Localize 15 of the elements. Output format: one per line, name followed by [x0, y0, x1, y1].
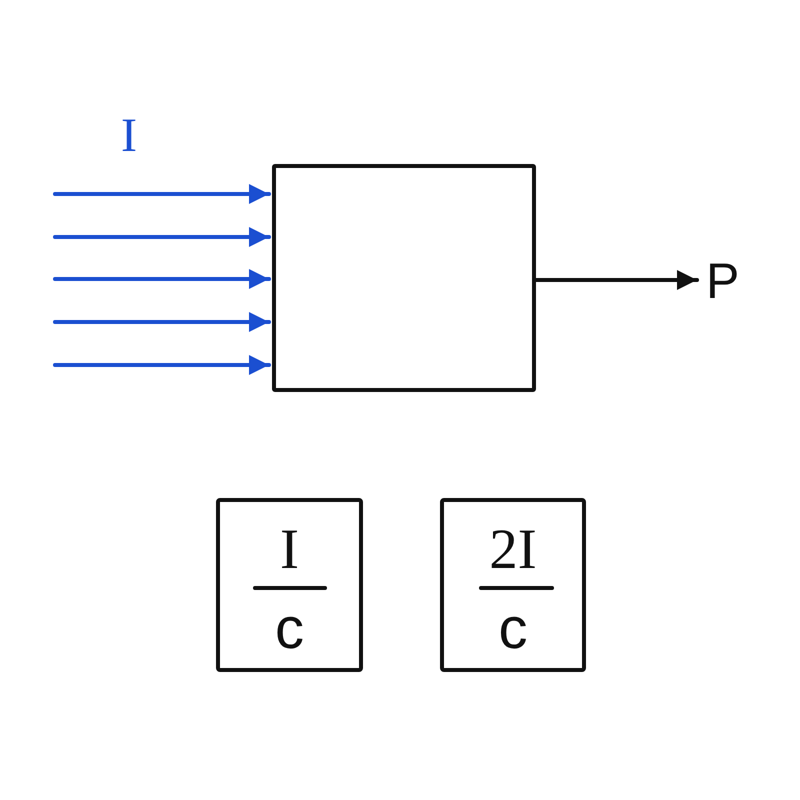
denominator-text: c [275, 600, 304, 658]
intensity-symbol: I [121, 112, 137, 160]
denominator-text: c [498, 600, 528, 658]
arrow [534, 270, 699, 290]
numerator-text: 2I [489, 521, 537, 578]
fraction-card [216, 498, 363, 672]
fraction-card [440, 498, 586, 672]
arrow [53, 355, 271, 375]
arrow [53, 184, 271, 204]
arrow [53, 227, 271, 247]
arrow [53, 269, 271, 289]
empty-box [272, 164, 536, 392]
arrow [53, 312, 271, 332]
output-symbol: P [700, 256, 744, 306]
numerator-text: I [280, 521, 299, 578]
